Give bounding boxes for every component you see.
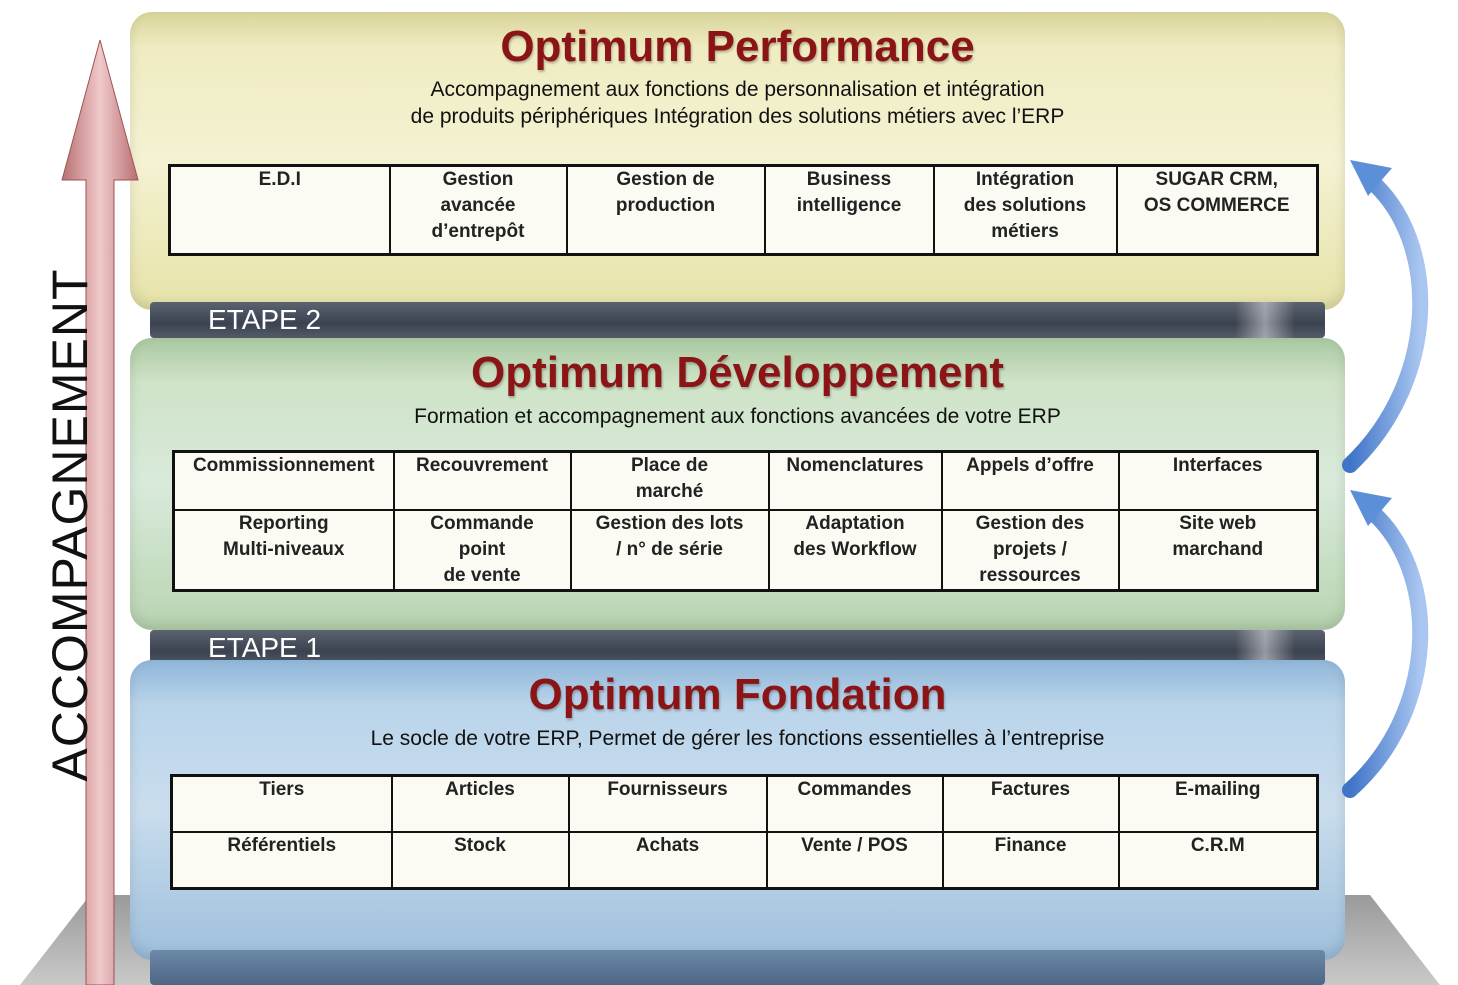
table-row: Reporting Multi-niveaux Commande point d… (172, 508, 1319, 591)
tier-developpement: Optimum Développement Formation et accom… (130, 338, 1345, 630)
tier-performance-desc-line1: Accompagnement aux fonctions de personna… (430, 78, 1045, 101)
module-cell: Business intelligence (763, 164, 935, 256)
tier-developpement-desc: Formation et accompagnement aux fonction… (414, 405, 1061, 428)
table-row: Tiers Articles Fournisseurs Commandes Fa… (170, 774, 1319, 833)
module-label: Appels d’offre (966, 455, 1094, 476)
module-cell: Articles (390, 774, 570, 833)
table-row: Référentiels Stock Achats Vente / POS Fi… (170, 831, 1319, 890)
module-label: Factures (990, 779, 1071, 800)
module-label: Commissionnement (192, 455, 375, 476)
etape-2-label: ETAPE 2 (208, 304, 322, 335)
module-label: Gestion avancée d’entrepôt (431, 169, 525, 242)
module-cell: Site web marchand (1117, 508, 1319, 591)
module-cell: Recouvrement (392, 450, 572, 511)
module-cell: Finance (941, 831, 1120, 890)
table-row: Commissionnement Recouvrement Place de m… (172, 450, 1319, 511)
module-label: Gestion des projets / ressources (975, 512, 1085, 586)
curved-arrow-icon (1342, 160, 1429, 798)
module-label: Vente / POS (801, 835, 908, 856)
module-label: E.D.I (258, 169, 301, 190)
module-cell: Interfaces (1117, 450, 1319, 511)
module-cell: Reporting Multi-niveaux (172, 508, 395, 591)
module-label: Nomenclatures (786, 455, 924, 476)
module-label: Référentiels (227, 835, 337, 856)
module-label: C.R.M (1190, 835, 1245, 856)
module-label: Business intelligence (796, 169, 902, 216)
module-label: Intégration des solutions métiers (963, 169, 1087, 242)
module-cell: Achats (567, 831, 768, 890)
module-label: SUGAR CRM, OS COMMERCE (1143, 169, 1290, 216)
module-cell: Gestion des lots / n° de série (569, 508, 770, 591)
module-cell: Gestion de production (565, 164, 766, 256)
module-label: E-mailing (1174, 779, 1261, 800)
module-cell: Stock (390, 831, 570, 890)
tier-fondation: Optimum Fondation Le socle de votre ERP,… (130, 660, 1345, 960)
module-label: Gestion des lots / n° de série (595, 512, 744, 560)
module-label: Stock (454, 835, 506, 856)
table-row: E.D.I Gestion avancée d’entrepôt Gestion… (168, 164, 1319, 256)
module-cell: Référentiels (170, 831, 393, 890)
tier-fondation-desc: Le socle de votre ERP, Permet de gérer l… (370, 727, 1105, 750)
module-cell: Commandes (765, 774, 944, 833)
module-label: Fournisseurs (607, 779, 728, 800)
module-label: Achats (635, 835, 700, 856)
developpement-modules-table: Commissionnement Recouvrement Place de m… (172, 450, 1319, 592)
module-cell: Commissionnement (172, 450, 395, 511)
module-label: Gestion de production (615, 169, 716, 216)
module-cell: Gestion avancée d’entrepôt (388, 164, 568, 256)
module-label: Commande point de vente (430, 512, 534, 586)
module-cell: Nomenclatures (767, 450, 943, 511)
module-label: Recouvrement (416, 455, 548, 476)
module-label: Reporting Multi-niveaux (223, 512, 345, 560)
tier-performance-title: Optimum Performance (500, 22, 975, 71)
module-cell: Factures (941, 774, 1120, 833)
module-cell: SUGAR CRM, OS COMMERCE (1115, 164, 1319, 256)
module-label: Place de marché (630, 455, 709, 502)
tier-fondation-title: Optimum Fondation (528, 670, 947, 719)
module-cell: Place de marché (569, 450, 770, 511)
module-label: Articles (445, 779, 515, 800)
module-cell: C.R.M (1117, 831, 1319, 890)
module-cell: Tiers (170, 774, 393, 833)
module-cell: E.D.I (168, 164, 391, 256)
module-cell: Intégration des solutions métiers (932, 164, 1118, 256)
tier-performance: Optimum Performance Accompagnement aux f… (130, 12, 1345, 310)
tier-performance-desc-line2: de produits périphériques Intégration de… (410, 105, 1065, 128)
module-cell: Commande point de vente (392, 508, 572, 591)
etape-1-label: ETAPE 1 (208, 632, 322, 663)
module-label: Interfaces (1172, 455, 1263, 476)
module-cell: E-mailing (1117, 774, 1319, 833)
fondation-modules-table: Tiers Articles Fournisseurs Commandes Fa… (170, 774, 1319, 890)
module-label: Commandes (797, 779, 912, 800)
accompagnement-label: ACCOMPAGNEMENT (42, 268, 98, 782)
performance-modules-table: E.D.I Gestion avancée d’entrepôt Gestion… (168, 164, 1319, 256)
module-cell: Appels d’offre (940, 450, 1120, 511)
module-cell: Adaptation des Workflow (767, 508, 943, 591)
module-cell: Vente / POS (765, 831, 944, 890)
band-shine (1235, 302, 1295, 338)
module-cell: Gestion des projets / ressources (940, 508, 1120, 591)
base-band (150, 950, 1325, 985)
tier-developpement-title: Optimum Développement (471, 348, 1004, 397)
module-cell: Fournisseurs (567, 774, 768, 833)
etape-2-band: ETAPE 2 (150, 302, 1325, 338)
module-label: Tiers (259, 779, 305, 800)
module-label: Site web marchand (1172, 512, 1264, 560)
up-arrow-icon (61, 40, 139, 985)
module-label: Finance (994, 835, 1067, 856)
module-label: Adaptation des Workflow (793, 512, 917, 560)
